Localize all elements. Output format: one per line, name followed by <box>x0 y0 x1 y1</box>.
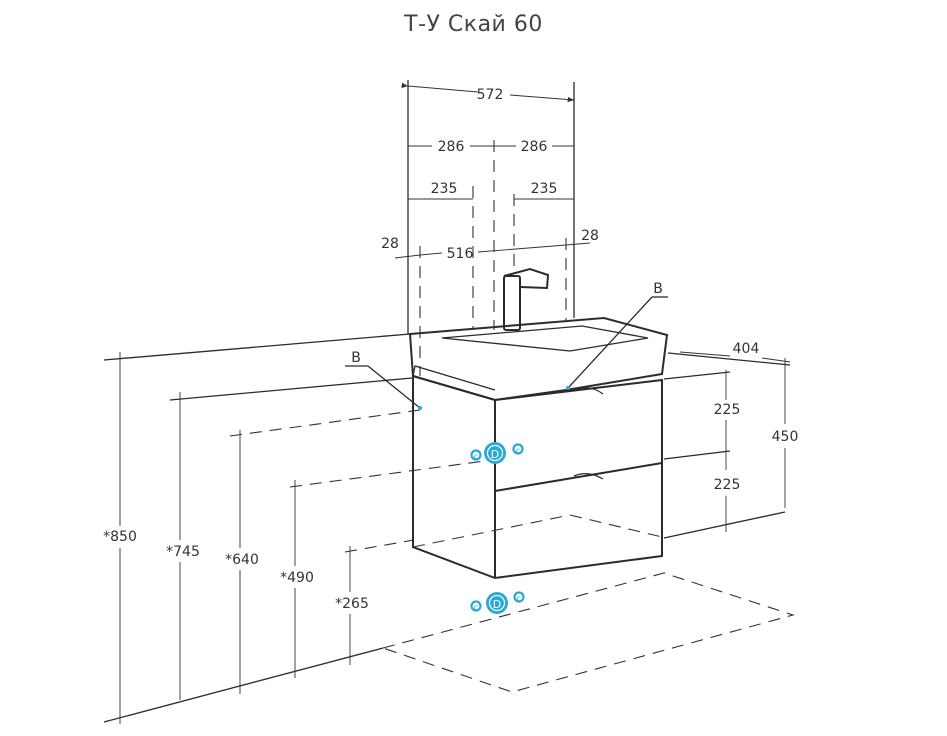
label-b-right: B <box>653 281 663 297</box>
top-extension-lines <box>407 80 575 376</box>
label-572: 572 <box>477 87 504 103</box>
label-450: 450 <box>772 429 799 445</box>
cold-connector-icon <box>470 449 482 461</box>
label-490: *490 <box>280 570 314 586</box>
label-b-left: B <box>351 350 361 366</box>
label-235-left: 235 <box>431 181 458 197</box>
label-28-left: 28 <box>381 236 399 252</box>
label-235-right: 235 <box>531 181 558 197</box>
label-265: *265 <box>335 596 369 612</box>
dim-572 <box>401 82 575 103</box>
wall-guides <box>103 333 791 553</box>
label-225-bottom: 225 <box>714 477 741 493</box>
connector-d-wall: D <box>491 448 499 461</box>
connector-c-left: c <box>474 452 478 461</box>
connector-c-floor-right: c <box>517 594 521 603</box>
label-850: *850 <box>103 529 137 545</box>
floor-hot-connector-icon <box>513 591 525 603</box>
diagram-title: Т-У Скай 60 <box>404 12 543 37</box>
label-640: *640 <box>225 552 259 568</box>
b-leaders <box>345 296 668 410</box>
connector-c-right: c <box>516 446 520 455</box>
label-286-left: 286 <box>438 139 465 155</box>
connector-d-floor: D <box>493 598 501 611</box>
cabinet <box>412 374 663 580</box>
floor-outline <box>381 572 795 693</box>
label-286-right: 286 <box>521 139 548 155</box>
connector-group-wall: c D c <box>470 442 524 464</box>
label-745: *745 <box>166 544 200 560</box>
label-404: 404 <box>733 341 760 357</box>
label-28-right: 28 <box>581 228 599 244</box>
dim-225-450 <box>725 358 786 532</box>
dim-heights <box>103 352 384 724</box>
label-225-top: 225 <box>714 402 741 418</box>
connector-group-floor: c D c <box>470 591 525 614</box>
floor-cold-connector-icon <box>470 600 482 612</box>
faucet <box>503 267 550 331</box>
dim-516-28 <box>394 242 591 259</box>
hot-connector-icon <box>512 443 524 455</box>
washbasin <box>408 316 669 402</box>
label-516: 516 <box>447 246 474 262</box>
connector-c-floor-left: c <box>474 603 478 612</box>
